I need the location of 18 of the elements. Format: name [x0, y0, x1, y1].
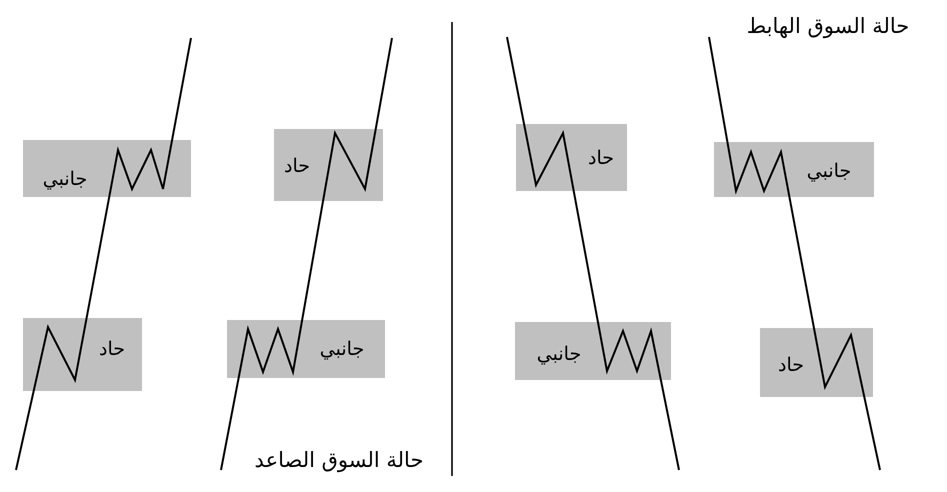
panel-heading: حالة السوق الهابط	[746, 14, 910, 38]
highlight-box	[516, 124, 627, 191]
pattern-label: جانبي	[806, 161, 852, 183]
highlight-box	[274, 129, 383, 201]
highlight-box	[760, 328, 873, 397]
highlight-box	[23, 140, 191, 197]
highlight-box	[515, 322, 671, 380]
pattern-label: حاد	[99, 339, 125, 361]
highlight-box	[227, 320, 385, 378]
pattern-label: جانبي	[536, 344, 582, 366]
pattern-label: حاد	[588, 148, 614, 170]
pattern-label: جانبي	[42, 169, 88, 191]
pattern-label: حاد	[778, 355, 804, 377]
highlight-box	[714, 142, 874, 197]
highlight-box	[23, 318, 142, 391]
pattern-label: جانبي	[320, 339, 364, 361]
panel-heading: حالة السوق الصاعد	[254, 448, 424, 472]
pattern-label: حاد	[284, 156, 310, 178]
